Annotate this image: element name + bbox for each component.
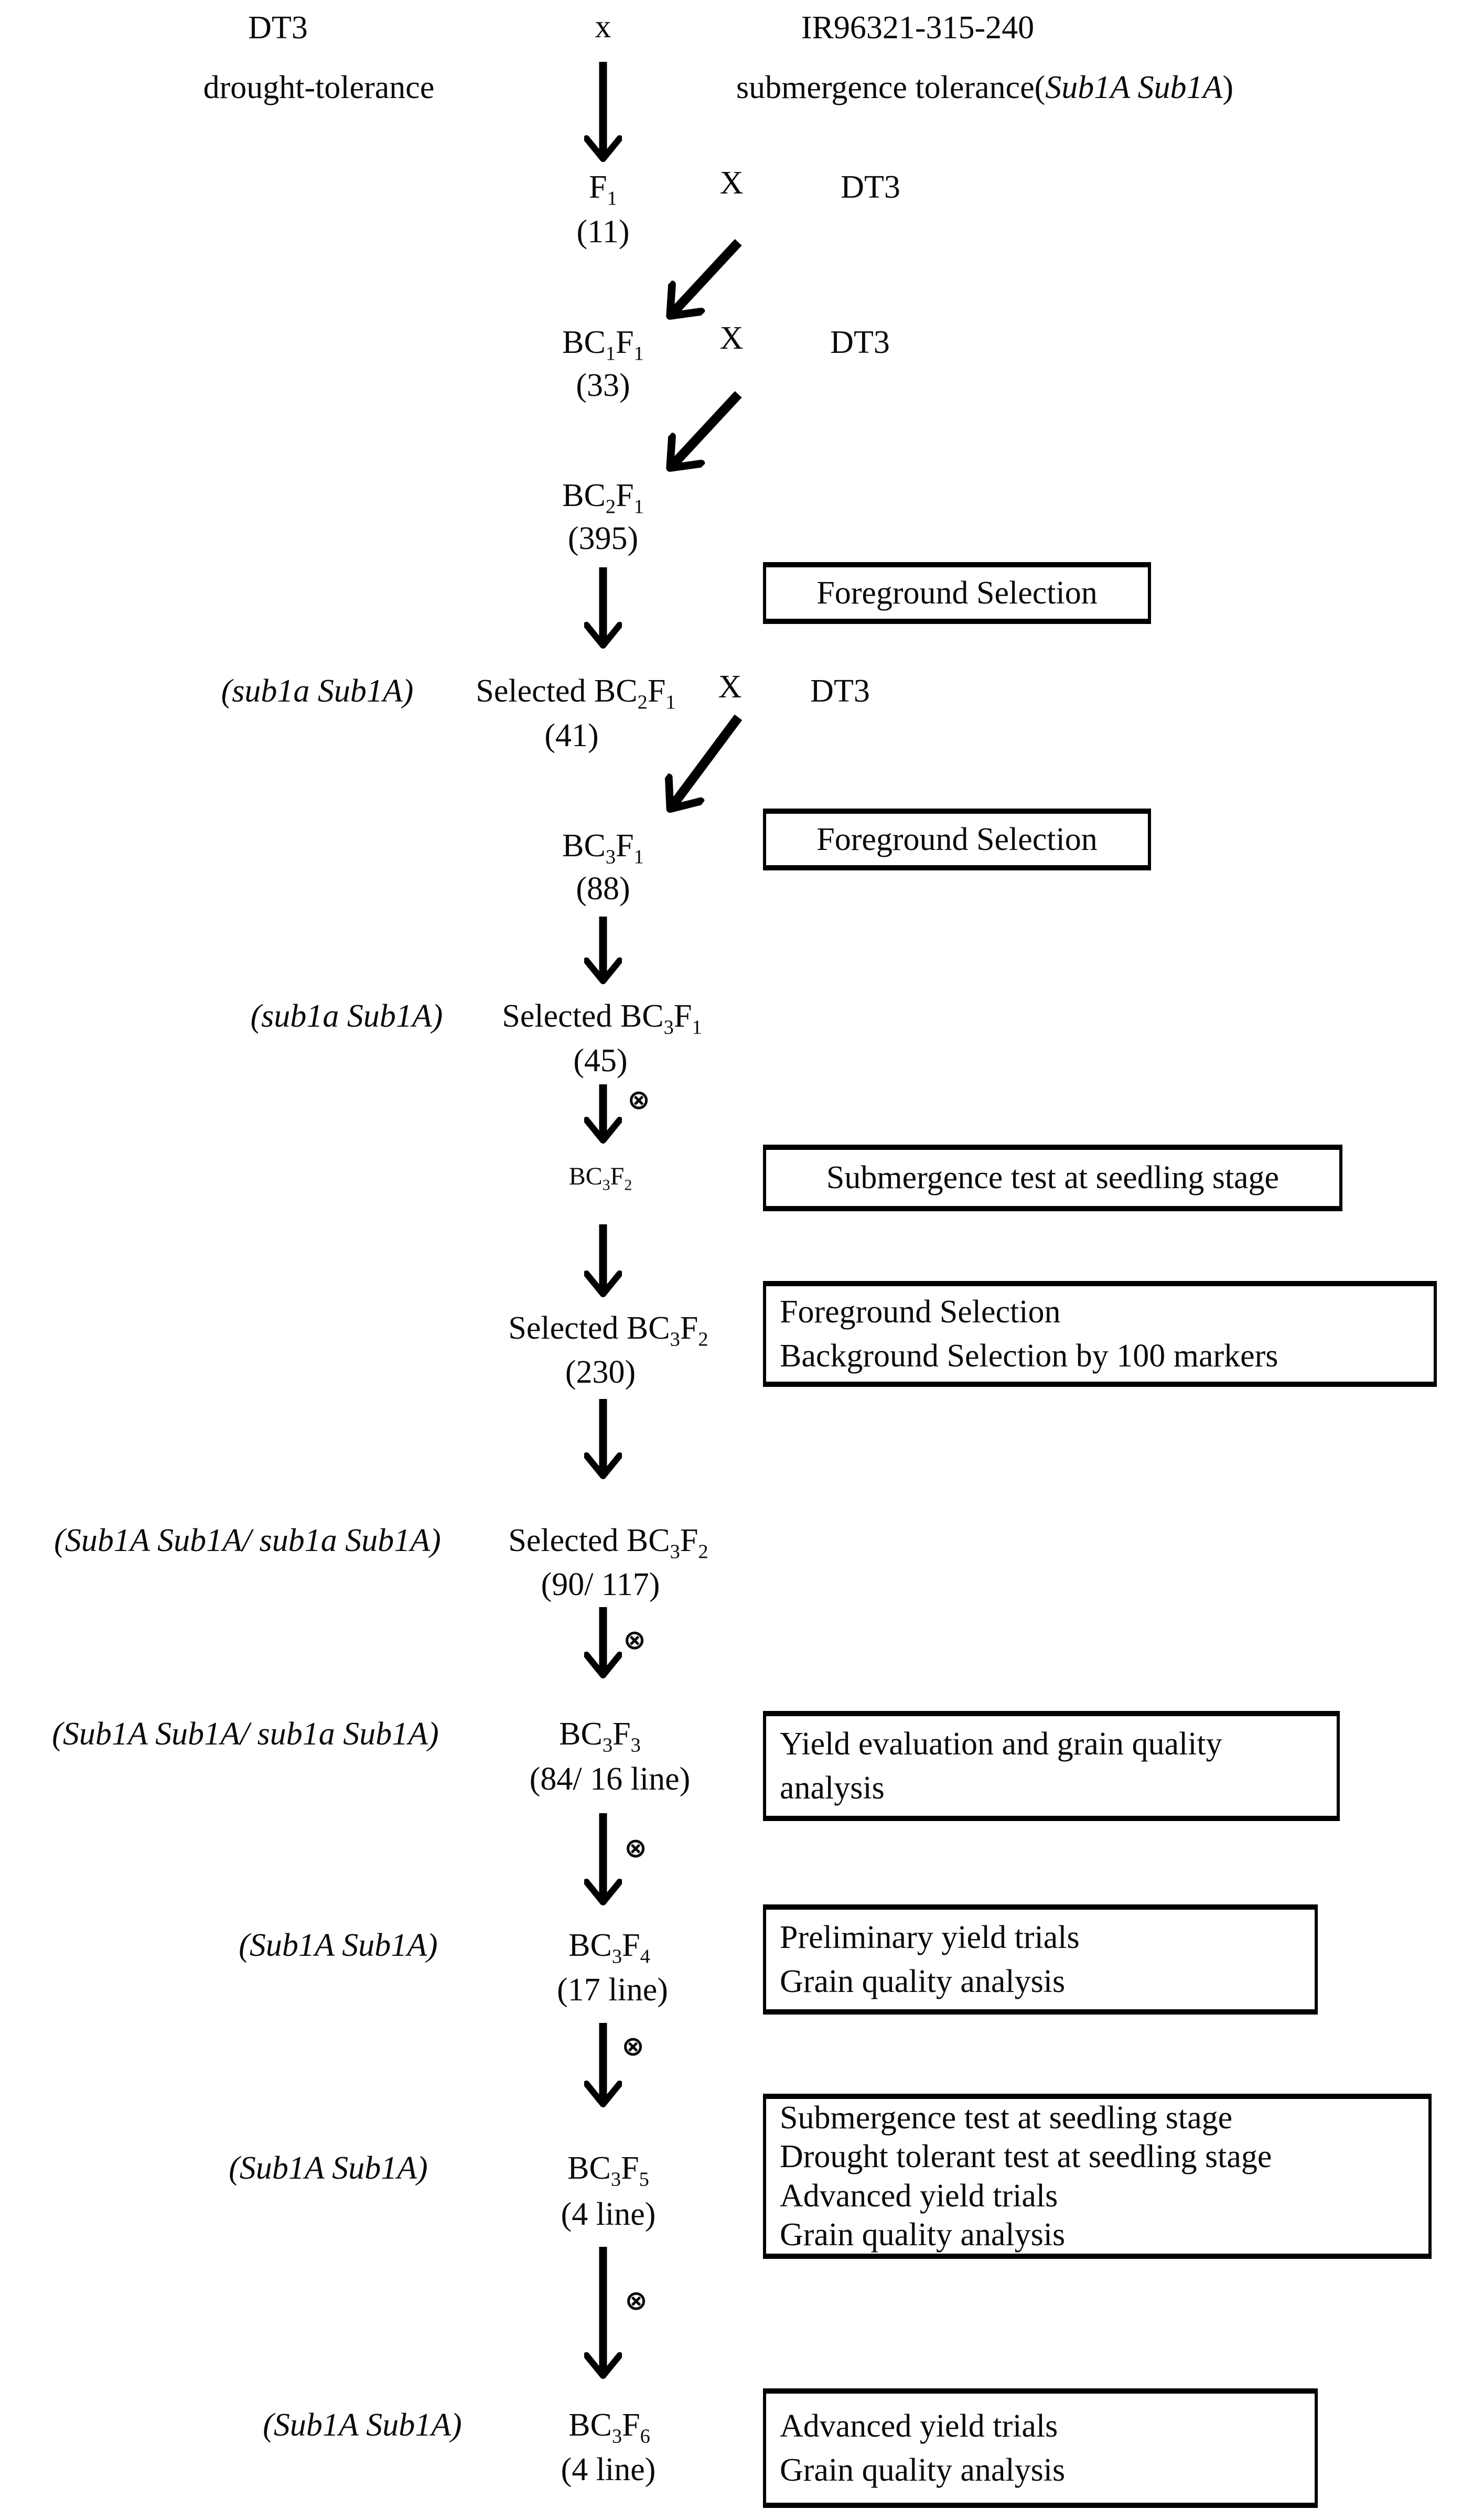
box-preliminary-yield-trials: Preliminary yield trials Grain quality a… <box>763 1904 1318 2015</box>
node-bc3f3-label: BC3F3 <box>559 1716 641 1757</box>
node-bc3f5-genotype: (Sub1A Sub1A) <box>229 2150 428 2186</box>
node-bc3f5-label: BC3F5 <box>567 2150 649 2191</box>
node-sel-bc3f1-label: Selected BC3F1 <box>502 998 702 1039</box>
selfing-symbol-3: ⊗ <box>624 1833 647 1864</box>
node-sel-bc3f2-label: Selected BC3F2 <box>508 1310 708 1351</box>
parent-right-name: IR96321-315-240 <box>801 10 1035 46</box>
node-f1-count: (11) <box>576 214 630 250</box>
parent-left-name: DT3 <box>248 10 308 46</box>
node-f1-label: F1 <box>589 169 617 210</box>
node-sel-bc2f1-genotype: (sub1a Sub1A) <box>221 673 414 709</box>
box-foreground-background-selection: Foreground Selection Background Selectio… <box>763 1281 1437 1387</box>
node-bc1f1-label: BC1F1 <box>562 325 644 365</box>
arrow-selbc2f1-backcross <box>671 714 743 807</box>
node-bc3f6-count: (4 line) <box>561 2452 656 2487</box>
backcross-parent-sel-bc2f1: DT3 <box>810 673 870 709</box>
arrow-f1-backcross <box>671 239 742 315</box>
box-foreground-selection-1: Foreground Selection <box>763 562 1151 624</box>
node-bc3f4-genotype: (Sub1A Sub1A) <box>239 1927 438 1963</box>
parent-right-genotype: Sub1A Sub1A <box>1045 70 1223 105</box>
box-yield-evaluation: Yield evaluation and grain quality analy… <box>763 1711 1340 1821</box>
box-submergence-test: Submergence test at seedling stage <box>763 1145 1342 1211</box>
node-bc3f6-label: BC3F6 <box>568 2407 650 2448</box>
cross-symbol-bc1f1: X <box>719 320 744 356</box>
parent-right-trait: submergence tolerance(Sub1A Sub1A) <box>736 70 1234 105</box>
node-bc3f5-count: (4 line) <box>561 2196 656 2232</box>
node-bc3f6-genotype: (Sub1A Sub1A) <box>263 2407 462 2443</box>
node-bc2f1-count: (395) <box>567 521 639 556</box>
node-bc3f3-genotype: (Sub1A Sub1A/ sub1a Sub1A) <box>52 1716 439 1752</box>
node-bc3f2-label: BC3F2 <box>568 1162 632 1194</box>
node-sel-bc3f2-geno-genotype: (Sub1A Sub1A/ sub1a Sub1A) <box>54 1523 441 1558</box>
node-sel-bc3f1-genotype: (sub1a Sub1A) <box>250 998 443 1034</box>
selfing-symbol-1: ⊗ <box>627 1084 650 1116</box>
box-foreground-selection-2: Foreground Selection <box>763 809 1151 870</box>
cross-symbol-sel-bc2f1: X <box>718 669 742 705</box>
node-sel-bc3f2-geno-label: Selected BC3F2 <box>508 1523 708 1563</box>
box-advanced-yield-trials: Advanced yield trials Grain quality anal… <box>763 2388 1318 2508</box>
backcross-parent-bc1f1: DT3 <box>830 325 890 360</box>
node-bc3f1-count: (88) <box>576 871 630 907</box>
arrow-bc1f1-backcross <box>671 391 742 467</box>
node-sel-bc3f2-count: (230) <box>565 1354 636 1390</box>
node-bc3f1-label: BC3F1 <box>562 828 644 868</box>
cross-symbol-f1: X <box>719 165 744 201</box>
node-sel-bc2f1-count: (41) <box>544 718 599 753</box>
selfing-symbol-4: ⊗ <box>621 2031 644 2062</box>
node-bc2f1-label: BC2F1 <box>562 478 644 518</box>
node-sel-bc3f1-count: (45) <box>573 1043 628 1079</box>
node-sel-bc2f1-label: Selected BC2F1 <box>476 673 676 714</box>
node-sel-bc3f2-geno-count: (90/ 117) <box>541 1567 660 1602</box>
node-bc3f4-label: BC3F4 <box>568 1927 650 1968</box>
node-bc3f3-count: (84/ 16 line) <box>529 1761 691 1797</box>
selfing-symbol-2: ⊗ <box>623 1624 646 1656</box>
node-bc3f4-count: (17 line) <box>557 1972 668 2008</box>
cross-symbol-top: x <box>595 9 611 45</box>
selfing-symbol-5: ⊗ <box>625 2285 648 2317</box>
parent-left-trait: drought-tolerance <box>203 70 435 105</box>
box-bc3f5-tests: Submergence test at seedling stage Droug… <box>763 2094 1432 2259</box>
node-bc1f1-count: (33) <box>576 368 630 403</box>
backcross-parent-f1: DT3 <box>841 169 900 205</box>
